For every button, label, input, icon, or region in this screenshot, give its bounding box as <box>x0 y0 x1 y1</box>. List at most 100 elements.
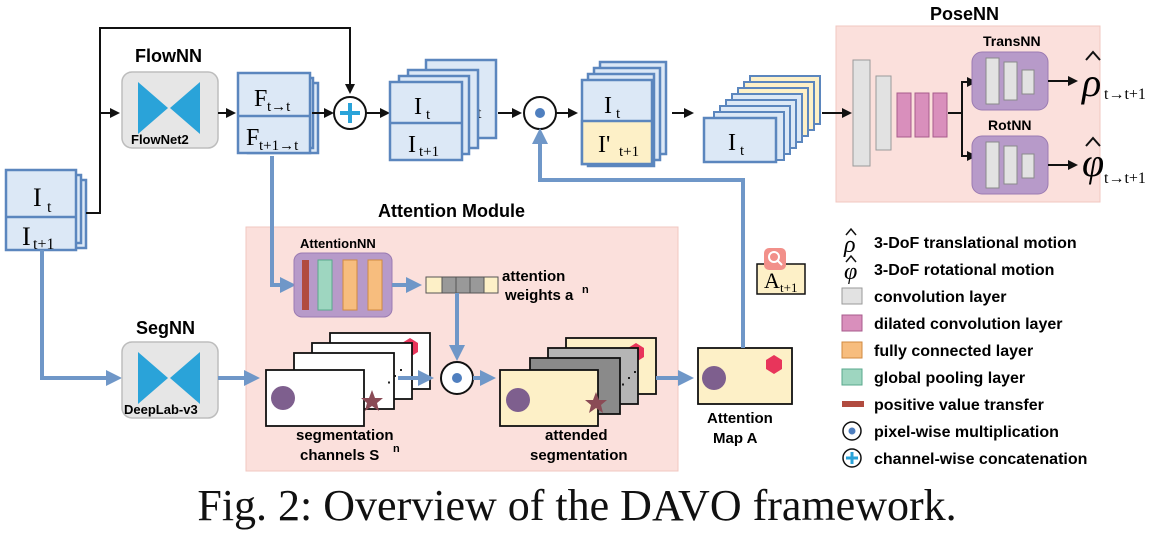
flownet2-block: FlowNet2 <box>121 71 219 149</box>
transnn-block: TransNN <box>971 33 1049 111</box>
flow-b-sub: t+1→t <box>259 138 299 154</box>
legend-label: pixel-wise multiplication <box>874 424 1059 441</box>
attentionnn-block <box>293 252 393 318</box>
concat-plus-icon <box>333 96 367 130</box>
attention-multiply-icon <box>440 361 474 395</box>
posenn-network <box>852 59 977 167</box>
flow-a-label: F <box>254 86 267 112</box>
legend-item: φ 3-DoF rotational motion <box>844 254 1054 285</box>
a-next-box: A t+1 <box>756 263 806 295</box>
attended-label-1: attended <box>545 427 608 444</box>
attended-label-2: segmentation <box>530 447 628 464</box>
arrow-input-to-segnn <box>40 250 122 386</box>
phi-sub: t→t+1 <box>1104 170 1146 187</box>
attentionnn-title: AttentionNN <box>300 236 376 251</box>
input-It-sub: t <box>47 199 52 216</box>
legend-label: channel-wise concatenation <box>874 451 1087 468</box>
legend-swatch <box>841 314 863 332</box>
legend-item: fully connected layer <box>841 341 1033 360</box>
stack1-It-label: I <box>414 94 422 120</box>
legend-item: channel-wise concatenation <box>842 448 1087 468</box>
posenn-title: PoseNN <box>930 4 999 24</box>
legend-label: 3-DoF translational motion <box>874 235 1077 252</box>
stack2-It1-sub: t+1 <box>619 144 639 160</box>
a-next-label: A <box>764 268 780 293</box>
phi-symbol: φ <box>1082 140 1104 185</box>
attention-weights-vector <box>425 276 499 294</box>
legend-item: positive value transfer <box>842 397 1044 414</box>
arrow-flow-to-attentionnn <box>270 156 296 293</box>
legend: ρ 3-DoF translational motion φ 3-DoF rotati… <box>841 227 1087 468</box>
flow-b-label: F <box>246 125 259 151</box>
flownet2-label: FlowNet2 <box>131 132 189 147</box>
stack2-It-label: I <box>604 93 612 119</box>
rotnn-title: RotNN <box>988 117 1032 133</box>
legend-item: ρ 3-DoF translational motion <box>843 227 1077 258</box>
legend-swatch <box>841 341 863 359</box>
flow-frames: F t→t F t+1→t <box>236 71 320 155</box>
stack1-It-sub: t <box>426 107 431 123</box>
phi-legend-icon: φ <box>844 259 857 285</box>
attended-stack: I t I' t+1 <box>580 60 668 168</box>
rho-sub: t→t+1 <box>1104 86 1146 103</box>
legend-item: dilated convolution layer <box>841 314 1062 333</box>
legend-label: positive value transfer <box>874 397 1044 414</box>
flownn-title: FlowNN <box>135 46 202 66</box>
pixel-multiply-icon <box>523 96 557 130</box>
legend-label: global pooling layer <box>874 370 1025 387</box>
attended-segmentation: ⋰ <box>499 337 657 427</box>
legend-label: dilated convolution layer <box>874 316 1062 333</box>
pose-input-stack: I t <box>702 75 821 164</box>
stack2-It1-label: I' <box>598 132 610 158</box>
stack3-It-sub: t <box>740 143 745 159</box>
segmentation-channels: ⋰ <box>265 332 431 427</box>
stack3-It-label: I <box>728 130 736 156</box>
input-It1-label: I <box>22 222 31 251</box>
legend-swatch <box>841 368 863 386</box>
weights-label-2: weights a <box>504 287 574 304</box>
input-It-label: I <box>33 183 42 212</box>
attention-module-title: Attention Module <box>378 201 525 221</box>
legend-label: 3-DoF rotational motion <box>874 262 1054 279</box>
weights-label-sup: n <box>582 284 589 296</box>
legend-label: convolution layer <box>874 289 1006 306</box>
legend-item: pixel-wise multiplication <box>842 421 1059 441</box>
svg-text:⋰: ⋰ <box>620 368 638 388</box>
seg-label-sup: n <box>393 443 400 455</box>
arrow-input-to-concat <box>99 27 355 113</box>
weights-label-1: attention <box>502 268 565 285</box>
stack1-It1-sub: t+1 <box>419 144 439 160</box>
concat-stack: F t I t I t+1 <box>388 58 498 162</box>
rho-output: ρ t→t+1 <box>1080 50 1146 105</box>
stack1-back-b: t <box>477 105 482 122</box>
stack1-It1-label: I <box>408 132 416 158</box>
zoom-icon[interactable] <box>764 248 786 270</box>
deeplab-block: DeepLab-v3 <box>121 341 219 419</box>
legend-item: convolution layer <box>841 287 1006 306</box>
attention-map <box>697 347 793 405</box>
deeplab-label: DeepLab-v3 <box>124 402 198 417</box>
seg-label-2: channels S <box>300 447 379 464</box>
arrow-map-to-pixel-multiply <box>532 128 745 348</box>
map-label-2: Map A <box>713 430 758 447</box>
legend-item: global pooling layer <box>841 368 1025 387</box>
flow-a-sub: t→t <box>267 99 291 115</box>
map-label-1: Attention <box>707 410 773 427</box>
svg-text:⋰: ⋰ <box>386 366 404 386</box>
seg-label-1: segmentation <box>296 427 394 444</box>
segnn-title: SegNN <box>136 318 195 338</box>
arrow-input-to-flownn <box>86 108 120 214</box>
legend-label: fully connected layer <box>874 343 1033 360</box>
transnn-title: TransNN <box>983 33 1041 49</box>
input-It1-sub: t+1 <box>33 236 54 253</box>
legend-bar <box>842 401 864 407</box>
rho-symbol: ρ <box>1080 60 1101 105</box>
rho-legend-icon: ρ <box>843 232 856 258</box>
a-next-sub: t+1 <box>780 280 797 295</box>
stack2-It-sub: t <box>616 106 621 122</box>
phi-output: φ t→t+1 <box>1082 136 1146 187</box>
legend-swatch <box>841 287 863 305</box>
input-frames: I t I t+1 <box>4 168 88 253</box>
figure-caption: Fig. 2: Overview of the DAVO framework. <box>197 481 956 530</box>
rotnn-block: RotNN <box>971 117 1049 195</box>
